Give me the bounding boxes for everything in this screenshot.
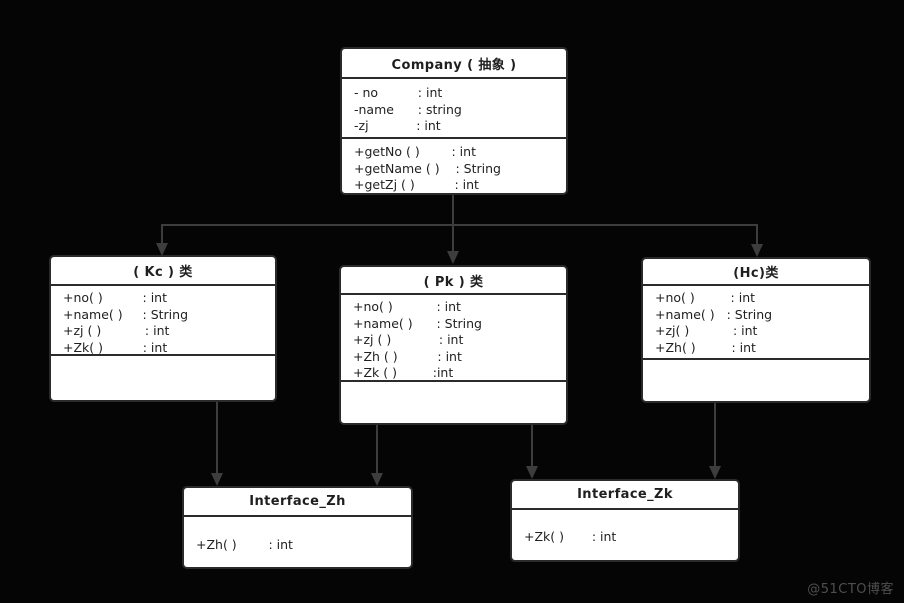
- class-title-company: Company ( 抽象 ): [391, 57, 517, 73]
- method-row: +zj ( ) : int: [353, 332, 464, 347]
- interface-title-zh: Interface_Zh: [249, 494, 346, 509]
- attr-row: -name : string: [354, 101, 462, 117]
- watermark-51cto: @51CTO博客: [807, 582, 894, 597]
- methods-compartment: +Zk( ) : int: [512, 508, 738, 560]
- method-row: +Zk( ) : int: [524, 529, 617, 544]
- arrowhead-down-icon: [751, 244, 763, 257]
- method-row: +no( ) : int: [63, 290, 167, 305]
- arrowhead-down-icon: [709, 466, 721, 479]
- arrowhead-down-icon: [447, 251, 459, 264]
- connector-company-pk: [452, 224, 454, 251]
- method-row: +Zh( ) : int: [655, 339, 756, 355]
- connector-pk-interface-zh: [376, 425, 378, 474]
- class-title-pk: ( Pk ) 类: [423, 274, 484, 290]
- connector-kc-interface-zh: [216, 402, 218, 474]
- connector-tree-horizontal: [161, 224, 758, 226]
- interface-box-zk: Interface_Zk +Zk( ) : int: [510, 479, 740, 562]
- attributes-compartment: - no : int -name : string -zj : int: [342, 77, 566, 137]
- method-row: +no( ) : int: [353, 299, 461, 314]
- connector-pk-interface-zk: [531, 425, 533, 467]
- connector-company-stem: [452, 195, 454, 226]
- arrowhead-down-icon: [371, 473, 383, 486]
- connector-company-hc: [756, 224, 758, 245]
- methods-compartment: +no( ) : int +name( ) : String +zj ( ) :…: [51, 284, 275, 354]
- class-box-pk: ( Pk ) 类 +no( ) : int +name( ) : String …: [339, 265, 568, 425]
- method-row: +name( ) : String: [353, 315, 482, 331]
- connector-hc-interface-zk: [714, 403, 716, 467]
- method-row: +getNo ( ) : int: [354, 144, 476, 159]
- method-row: +Zk ( ) :int: [353, 365, 454, 380]
- method-row: +name( ) : String: [655, 306, 773, 322]
- method-row: +Zh ( ) : int: [353, 348, 462, 364]
- methods-compartment: +Zh( ) : int: [184, 515, 411, 567]
- class-box-hc: (Hc)类 +no( ) : int +name( ) : String +zj…: [641, 257, 871, 403]
- method-row: +name( ) : String: [63, 306, 189, 322]
- arrowhead-down-icon: [211, 473, 223, 486]
- class-box-company: Company ( 抽象 ) - no : int -name : string…: [340, 47, 568, 195]
- class-box-kc: ( Kc ) 类 +no( ) : int +name( ) : String …: [49, 255, 277, 402]
- empty-compartment: [51, 354, 275, 400]
- arrowhead-down-icon: [156, 243, 168, 256]
- method-row: +Zk( ) : int: [63, 339, 168, 355]
- arrowhead-down-icon: [526, 466, 538, 479]
- methods-compartment: +no( ) : int +name( ) : String +zj( ) : …: [643, 284, 869, 358]
- attr-row: -zj : int: [354, 118, 441, 133]
- interface-title-zk: Interface_Zk: [577, 487, 673, 502]
- method-row: +no( ) : int: [655, 290, 756, 305]
- class-title-hc: (Hc)类: [733, 266, 779, 281]
- method-row: +Zh( ) : int: [196, 537, 293, 552]
- methods-compartment: +getNo ( ) : int +getName ( ) : String +…: [342, 137, 566, 193]
- method-row: +zj( ) : int: [655, 323, 758, 338]
- interface-box-zh: Interface_Zh +Zh( ) : int: [182, 486, 413, 569]
- connector-company-kc: [161, 224, 163, 244]
- method-row: +getName ( ) : String: [354, 160, 501, 176]
- empty-compartment: [643, 358, 869, 401]
- method-row: +getZj ( ) : int: [354, 177, 479, 192]
- class-title-kc: ( Kc ) 类: [133, 265, 193, 280]
- attr-row: - no : int: [354, 85, 443, 100]
- methods-compartment: +no( ) : int +name( ) : String +zj ( ) :…: [341, 293, 566, 380]
- empty-compartment: [341, 380, 566, 423]
- method-row: +zj ( ) : int: [63, 323, 170, 338]
